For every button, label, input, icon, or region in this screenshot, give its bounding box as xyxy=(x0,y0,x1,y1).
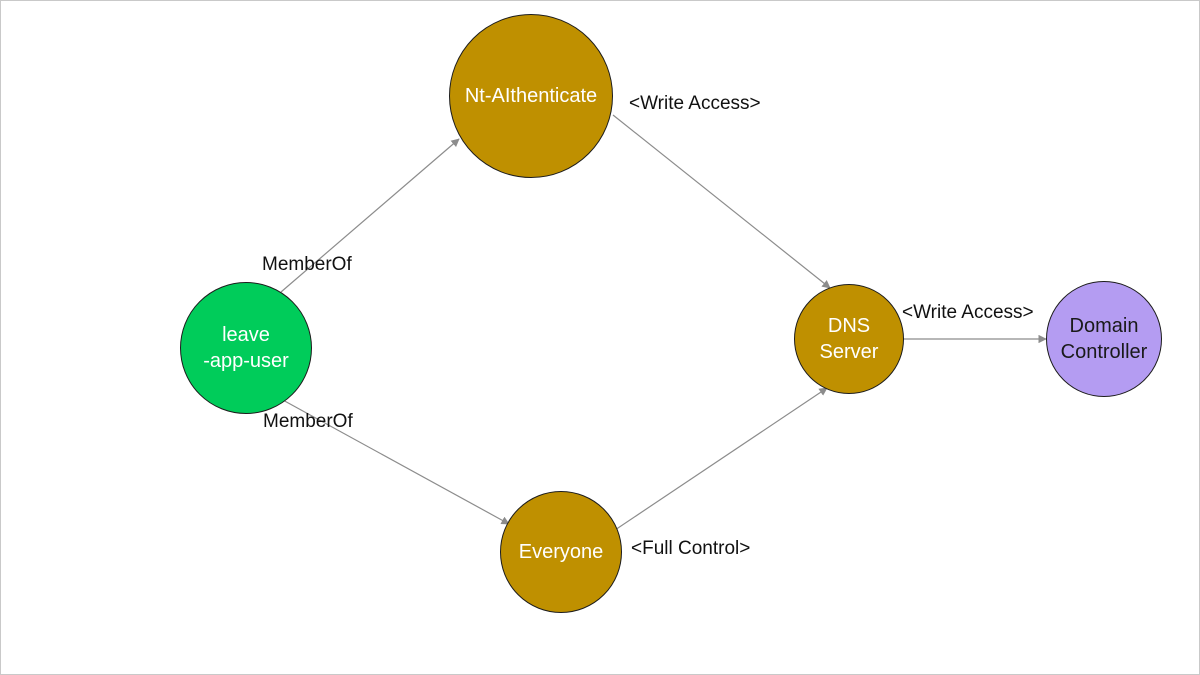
node-everyone[interactable]: Everyone xyxy=(500,491,622,613)
edge-nt-authenticate-to-dns xyxy=(612,114,831,289)
node-everyone-label: Everyone xyxy=(518,541,604,563)
edge-everyone-to-dns xyxy=(611,387,828,533)
edge-label-full-control: <Full Control> xyxy=(631,538,751,559)
node-leave-app-user-label: leave -app-user xyxy=(203,324,289,372)
node-leave-app-user[interactable]: leave -app-user xyxy=(180,282,312,414)
node-nt-authenticate-label: Nt-AIthenticate xyxy=(464,85,598,107)
node-dns-server-label: DNS Server xyxy=(819,315,879,363)
edge-label-memberof-bottom: MemberOf xyxy=(263,411,353,432)
edge-label-write-access-top: <Write Access> xyxy=(629,93,761,114)
edge-label-write-access-right: <Write Access> xyxy=(902,302,1034,323)
edge-label-memberof-top: MemberOf xyxy=(262,254,352,275)
edge-user-to-everyone xyxy=(280,398,510,525)
node-domain-controller-label: Domain Controller xyxy=(1060,315,1148,363)
node-domain-controller[interactable]: Domain Controller xyxy=(1046,281,1162,397)
node-dns-server[interactable]: DNS Server xyxy=(794,284,904,394)
node-nt-authenticate[interactable]: Nt-AIthenticate xyxy=(449,14,613,178)
edge-user-to-nt-authenticate xyxy=(280,138,460,293)
